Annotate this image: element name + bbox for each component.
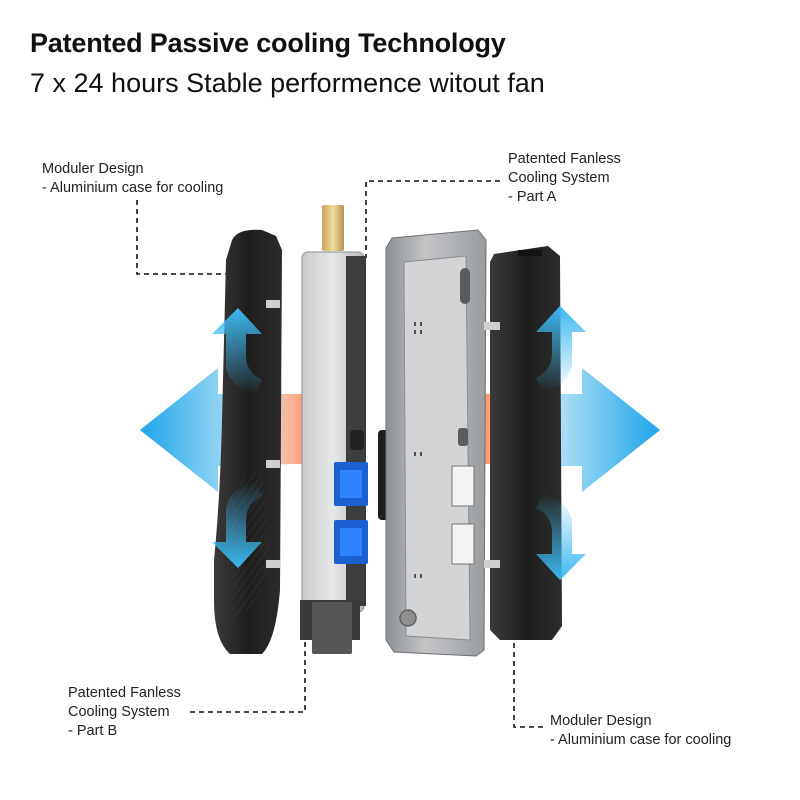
leader-line-bottom-left [190, 640, 306, 713]
callout-bottom-left-line3: - Part B [68, 723, 118, 739]
right-aluminium-case [484, 246, 562, 640]
leader-line-bottom-right [513, 640, 543, 728]
callout-bottom-left: Patented Fanless Cooling System - Part B [68, 684, 181, 741]
airflow-left-up-arrow [212, 308, 262, 394]
page-subtitle: 7 x 24 hours Stable performence witout f… [30, 68, 545, 98]
callout-bottom-right-line1: Moduler Design [550, 713, 652, 729]
page-title: Patented Passive cooling Technology [30, 28, 506, 58]
callout-top-right-line1: Patented Fanless [508, 151, 621, 167]
metal-frame [385, 229, 487, 657]
callout-top-left: Moduler Design - Aluminium case for cool… [42, 160, 223, 198]
stick-circuit-board [300, 205, 392, 654]
callout-bottom-right-line2: - Aluminium case for cooling [550, 732, 732, 748]
callout-top-left-line2: - Aluminium case for cooling [42, 180, 224, 196]
callout-top-right: Patented Fanless Cooling System - Part A [508, 150, 621, 207]
leader-lines [136, 180, 543, 728]
hdmi-plug [322, 205, 344, 251]
airflow-right-up-arrow [536, 306, 586, 392]
airflow-right-down-arrow [536, 494, 586, 580]
airflow-left-down-arrow [212, 482, 262, 568]
callout-bottom-right: Moduler Design - Aluminium case for cool… [550, 712, 731, 750]
leader-line-top-left [136, 200, 228, 275]
callout-top-right-line3: - Part A [508, 189, 557, 205]
callout-bottom-left-line2: Cooling System [68, 704, 170, 720]
callout-top-left-line1: Moduler Design [42, 161, 144, 177]
left-aluminium-case [214, 229, 282, 654]
micro-usb-port [350, 430, 364, 450]
callout-bottom-left-line1: Patented Fanless [68, 685, 181, 701]
callout-top-right-line2: Cooling System [508, 170, 610, 186]
